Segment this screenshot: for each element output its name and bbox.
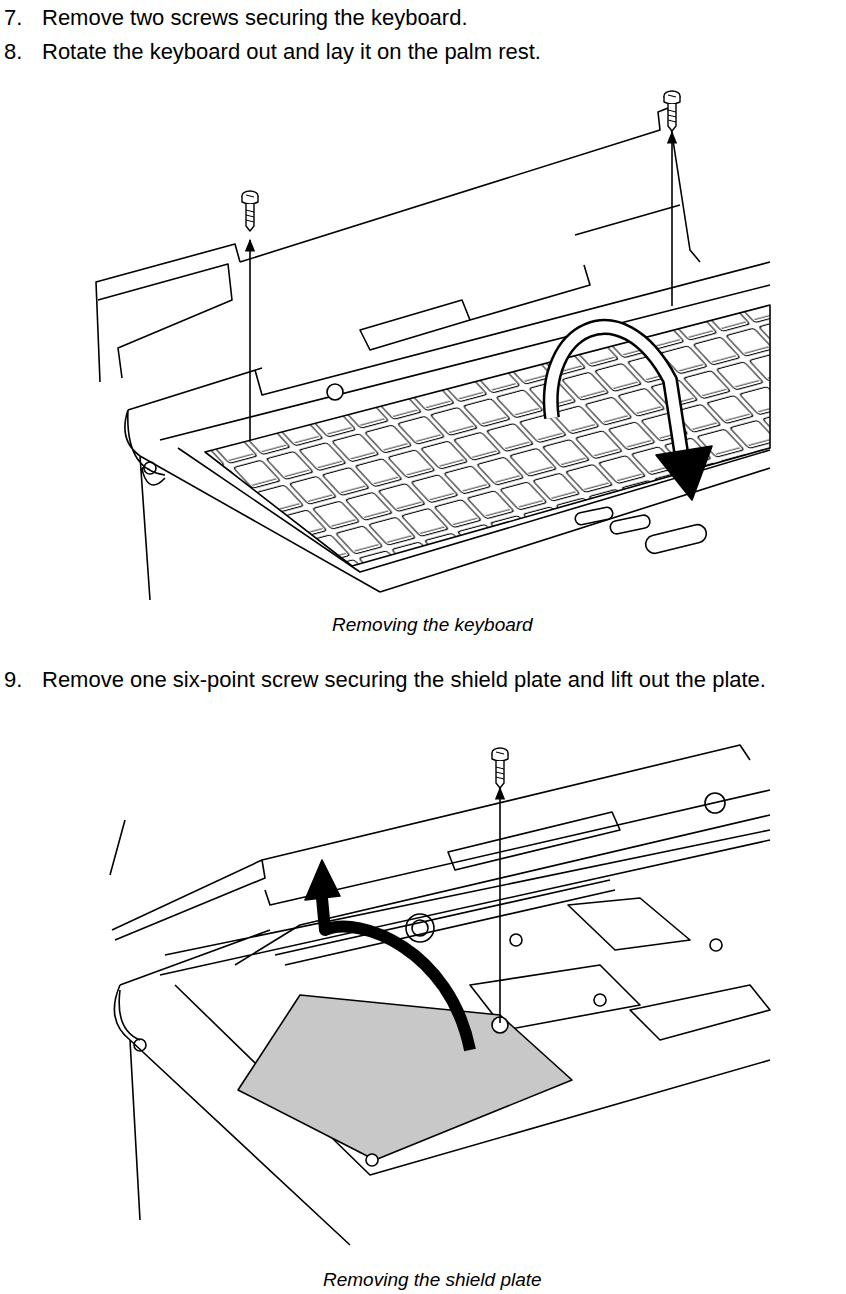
hole: [705, 793, 725, 813]
step-text: Remove two screws securing the keyboard.: [42, 0, 468, 36]
figure-caption: Removing the shield plate: [323, 1267, 542, 1293]
lift-arrowhead: [305, 860, 340, 900]
hole: [510, 934, 522, 946]
hinge: [265, 790, 770, 905]
hole: [366, 1154, 378, 1166]
connector-port: [134, 1039, 146, 1051]
hole: [594, 994, 606, 1006]
step-number: 9.: [4, 662, 22, 698]
screw-arrow: [249, 240, 251, 440]
screw: [664, 91, 680, 131]
lift-arrow: [322, 898, 470, 1050]
step-number: 8.: [4, 34, 22, 70]
rotate-arrow: [551, 327, 682, 458]
step-number: 7.: [4, 0, 22, 36]
keyboard-bay: [160, 815, 770, 1175]
screw: [242, 191, 258, 231]
screw: [492, 748, 508, 788]
connector-port: [144, 462, 156, 474]
keyboard-figure: [96, 91, 770, 600]
recess: [568, 898, 690, 950]
button: [327, 384, 343, 400]
display-lid: [96, 244, 240, 382]
screw-arrow: [671, 132, 673, 306]
step-text: Rotate the keyboard out and lay it on th…: [42, 34, 541, 70]
recess: [630, 985, 770, 1040]
hole: [710, 939, 722, 951]
screw-arrow: [499, 788, 501, 1023]
lift-arrow: [322, 898, 470, 1050]
figure-caption: Removing the keyboard: [332, 612, 533, 638]
hole: [406, 914, 434, 942]
touchpad-button: [609, 514, 651, 535]
deck-edge: [160, 285, 770, 572]
keyboard: [205, 305, 770, 566]
touchpad-button: [574, 506, 614, 526]
shield-plate-figure: [110, 745, 770, 1245]
touchpad-button: [644, 523, 709, 555]
rotate-arrowhead: [656, 446, 712, 500]
step-text: Remove one six-point screw securing the …: [42, 662, 840, 698]
display-lid: [240, 108, 700, 262]
rotate-arrow: [551, 327, 682, 458]
shield-plate: [238, 995, 572, 1160]
